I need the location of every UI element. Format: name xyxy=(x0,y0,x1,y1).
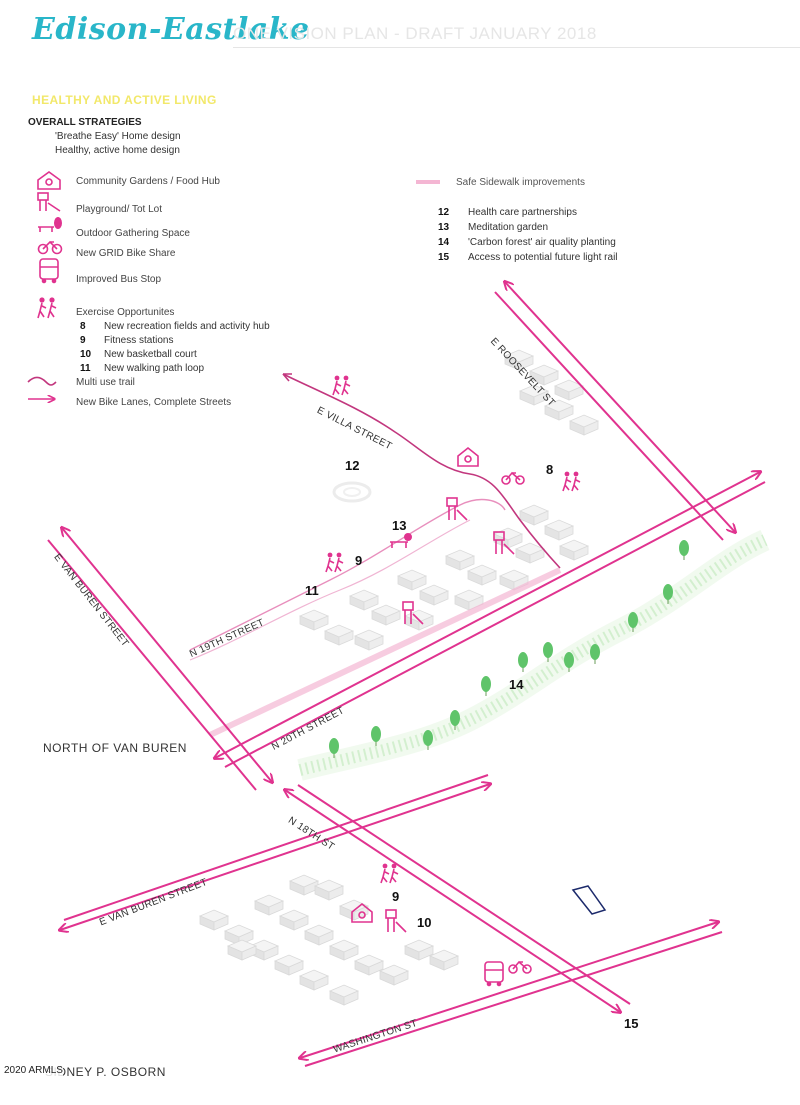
item-number: 14 xyxy=(438,236,450,248)
exercise-item-11: 11 New walking path loop xyxy=(80,361,204,375)
item-number: 10 xyxy=(80,348,92,360)
multi-use-trail xyxy=(282,373,561,569)
other-item-15: 15 Access to potential future light rail xyxy=(438,250,618,264)
legend-label: Improved Bus Stop xyxy=(76,273,162,285)
map-number-9: 9 xyxy=(355,553,363,568)
legend-community-gardens: Community Gardens / Food Hub xyxy=(36,173,220,189)
other-item-14: 14 'Carbon forest' air quality planting xyxy=(438,235,616,249)
item-text: Access to potential future light rail xyxy=(468,251,618,263)
legend-multi-use-trail: Multi use trail xyxy=(36,374,135,390)
legend-bike-lanes: New Bike Lanes, Complete Streets xyxy=(36,394,231,410)
legend-outdoor: Outdoor Gathering Space xyxy=(36,225,190,241)
item-number: 13 xyxy=(438,221,450,233)
exercise-item-10: 10 New basketball court xyxy=(80,347,197,361)
map-number-12: 12 xyxy=(345,458,360,473)
map-number-11: 11 xyxy=(305,583,319,598)
item-text: Fitness stations xyxy=(104,334,174,346)
map-icons xyxy=(325,375,581,987)
walking-path-loop xyxy=(189,498,506,651)
exercise-item-9: 9 Fitness stations xyxy=(80,333,173,347)
legend-bike-share: New GRID Bike Share xyxy=(36,245,175,261)
map-number-8: 8 xyxy=(546,462,554,477)
legend-label: Outdoor Gathering Space xyxy=(76,227,190,239)
legend-exercise: Exercise Opportunites xyxy=(36,304,174,320)
south-buildings xyxy=(199,874,459,1006)
overall-strategies-heading: OVERALL STRATEGIES xyxy=(28,117,142,128)
legend-label: Multi use trail xyxy=(76,376,135,388)
area-label-north: NORTH OF VAN BUREN xyxy=(43,741,187,755)
header-rule xyxy=(233,47,800,48)
map-number-9-south: 9 xyxy=(392,889,400,904)
draft-title: ONE VISION PLAN - DRAFT JANUARY 2018 xyxy=(233,24,597,43)
legend-label: Playground/ Tot Lot xyxy=(76,203,162,215)
map-number-10: 10 xyxy=(417,915,432,930)
copyright: 2020 ARMLS xyxy=(4,1065,63,1076)
legend-label: Exercise Opportunites xyxy=(76,306,175,318)
legend-label: Community Gardens / Food Hub xyxy=(76,175,220,187)
exercise-item-8: 8 New recreation fields and activity hub xyxy=(80,319,270,333)
item-text: 'Carbon forest' air quality planting xyxy=(468,236,616,248)
map-number-13: 13 xyxy=(392,518,407,533)
strategy-item: 'Breathe Easy' Home design xyxy=(55,131,181,142)
legend-icons xyxy=(27,171,440,399)
legend-label: New Bike Lanes, Complete Streets xyxy=(76,396,232,408)
strategy-item: Healthy, active home design xyxy=(55,145,180,156)
area-label-south: SIDNEY P. OSBORN xyxy=(45,1065,166,1079)
item-number: 15 xyxy=(438,251,450,263)
header: Edison-Eastlake ONE VISION PLAN - DRAFT … xyxy=(0,0,800,50)
item-text: Meditation garden xyxy=(468,221,549,233)
map-number-15: 15 xyxy=(624,1016,639,1031)
item-number: 11 xyxy=(80,362,91,374)
logo: Edison-Eastlake xyxy=(32,12,310,47)
legend-label: New GRID Bike Share xyxy=(76,247,176,259)
bike-lanes xyxy=(47,282,766,1067)
item-text: New recreation fields and activity hub xyxy=(104,320,270,332)
map-number-14: 14 xyxy=(509,677,524,692)
legend-bus-stop: Improved Bus Stop xyxy=(36,271,161,287)
item-number: 12 xyxy=(438,206,450,218)
legend-playground: Playground/ Tot Lot xyxy=(36,201,162,217)
other-item-12: 12 Health care partnerships xyxy=(438,205,577,219)
item-text: Health care partnerships xyxy=(468,206,577,218)
legend-safe-sidewalk: Safe Sidewalk improvements xyxy=(456,177,585,188)
item-text: New basketball court xyxy=(104,348,197,360)
item-number: 9 xyxy=(80,334,86,346)
section-title: HEALTHY AND ACTIVE LIVING xyxy=(32,93,217,107)
item-number: 8 xyxy=(80,320,86,332)
item-text: New walking path loop xyxy=(104,362,205,374)
other-item-13: 13 Meditation garden xyxy=(438,220,548,234)
